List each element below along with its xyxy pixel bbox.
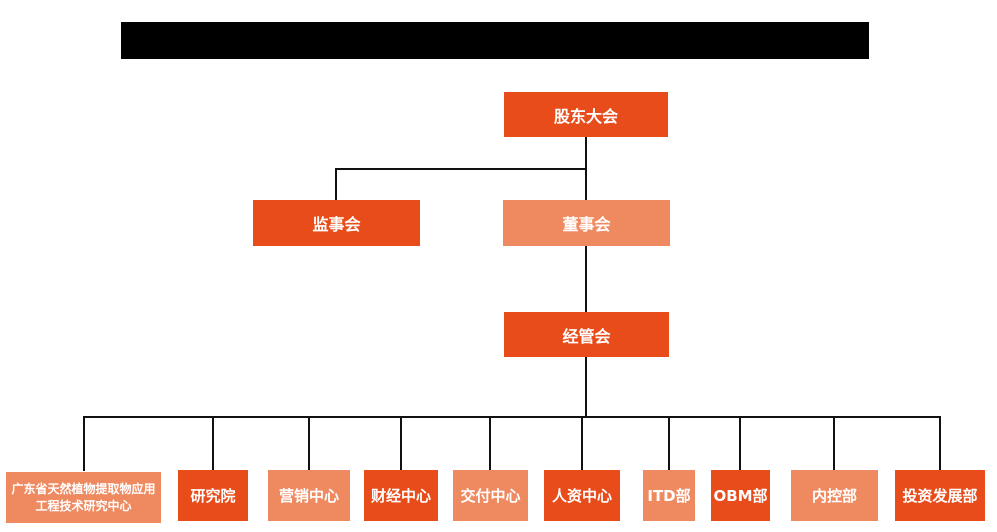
connector-line <box>585 137 587 168</box>
org-node-marketing-center: 营销中心 <box>268 470 350 521</box>
connector-line <box>668 416 670 471</box>
connector-line <box>581 416 583 471</box>
connector-line <box>83 416 941 418</box>
org-node-investment-development-department: 投资发展部 <box>895 470 985 521</box>
connector-line <box>83 416 85 471</box>
connector-line <box>489 416 491 471</box>
org-node-itd-department: ITD部 <box>643 470 695 521</box>
connector-line <box>585 168 587 200</box>
org-node-board-of-directors: 董事会 <box>503 200 670 246</box>
connector-line <box>833 416 835 471</box>
connector-line <box>335 168 587 170</box>
connector-line <box>335 168 337 200</box>
org-node-delivery-center: 交付中心 <box>453 470 528 521</box>
redacted-title-bar <box>121 22 869 59</box>
connector-line <box>939 416 941 471</box>
org-node-finance-center: 财经中心 <box>364 470 438 521</box>
connector-line <box>400 416 402 471</box>
org-node-research-center: 广东省天然植物提取物应用工程技术研究中心 <box>6 472 161 523</box>
connector-line <box>308 416 310 471</box>
org-node-hr-center: 人资中心 <box>544 470 620 521</box>
connector-line <box>585 246 587 312</box>
org-node-supervisory-board: 监事会 <box>253 200 420 246</box>
connector-line <box>585 357 587 416</box>
connector-line <box>739 416 741 471</box>
org-node-shareholders-meeting: 股东大会 <box>504 92 668 137</box>
org-node-management-committee: 经管会 <box>504 312 669 357</box>
connector-line <box>212 416 214 471</box>
org-node-internal-control-department: 内控部 <box>791 470 878 521</box>
org-node-research-institute: 研究院 <box>178 470 248 521</box>
org-node-obm-department: OBM部 <box>711 470 770 521</box>
